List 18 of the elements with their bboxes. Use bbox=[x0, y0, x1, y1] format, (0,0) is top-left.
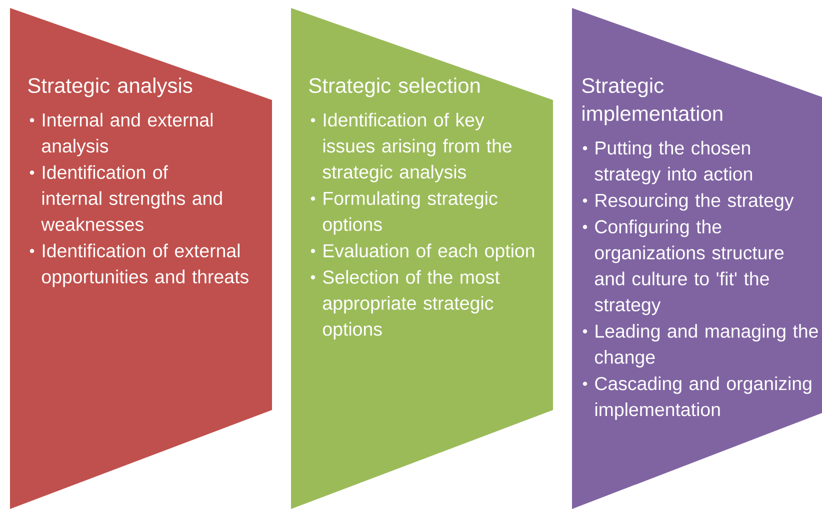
bullet-item: Selection of the most appropriate strategic options bbox=[310, 270, 500, 340]
bullet-item: Identification of key issues arising from the strategic analysis bbox=[310, 112, 512, 182]
bullet-item: Leading and managing the change bbox=[582, 324, 818, 368]
bullet-item: Formulating strategic options bbox=[310, 191, 498, 235]
bullet-item: Configuring the organizations structure and culture to 'fit' the strategy bbox=[582, 220, 784, 316]
bullet-item: Internal and external analysis bbox=[30, 112, 212, 156]
heading: Strategic selection bbox=[309, 78, 480, 98]
bullet-item: Cascading and organizing implementation bbox=[582, 376, 812, 420]
chevron-shape bbox=[572, 8, 822, 509]
bullet-item: Evaluation of each option bbox=[310, 244, 534, 262]
bullet-item: Resourcing the strategy bbox=[582, 193, 794, 211]
heading: Strategic analysis bbox=[28, 78, 192, 98]
chevron-shape bbox=[291, 8, 553, 509]
chevron-shape bbox=[10, 8, 272, 509]
bullet-item: Putting the chosen strategy into action bbox=[582, 140, 752, 184]
heading: Strategic implementation bbox=[582, 78, 722, 126]
bullet-item: Identification of internal strengths and weaknesses bbox=[30, 165, 222, 231]
bullet-item: Identification of external opportunities and threats bbox=[30, 244, 248, 288]
